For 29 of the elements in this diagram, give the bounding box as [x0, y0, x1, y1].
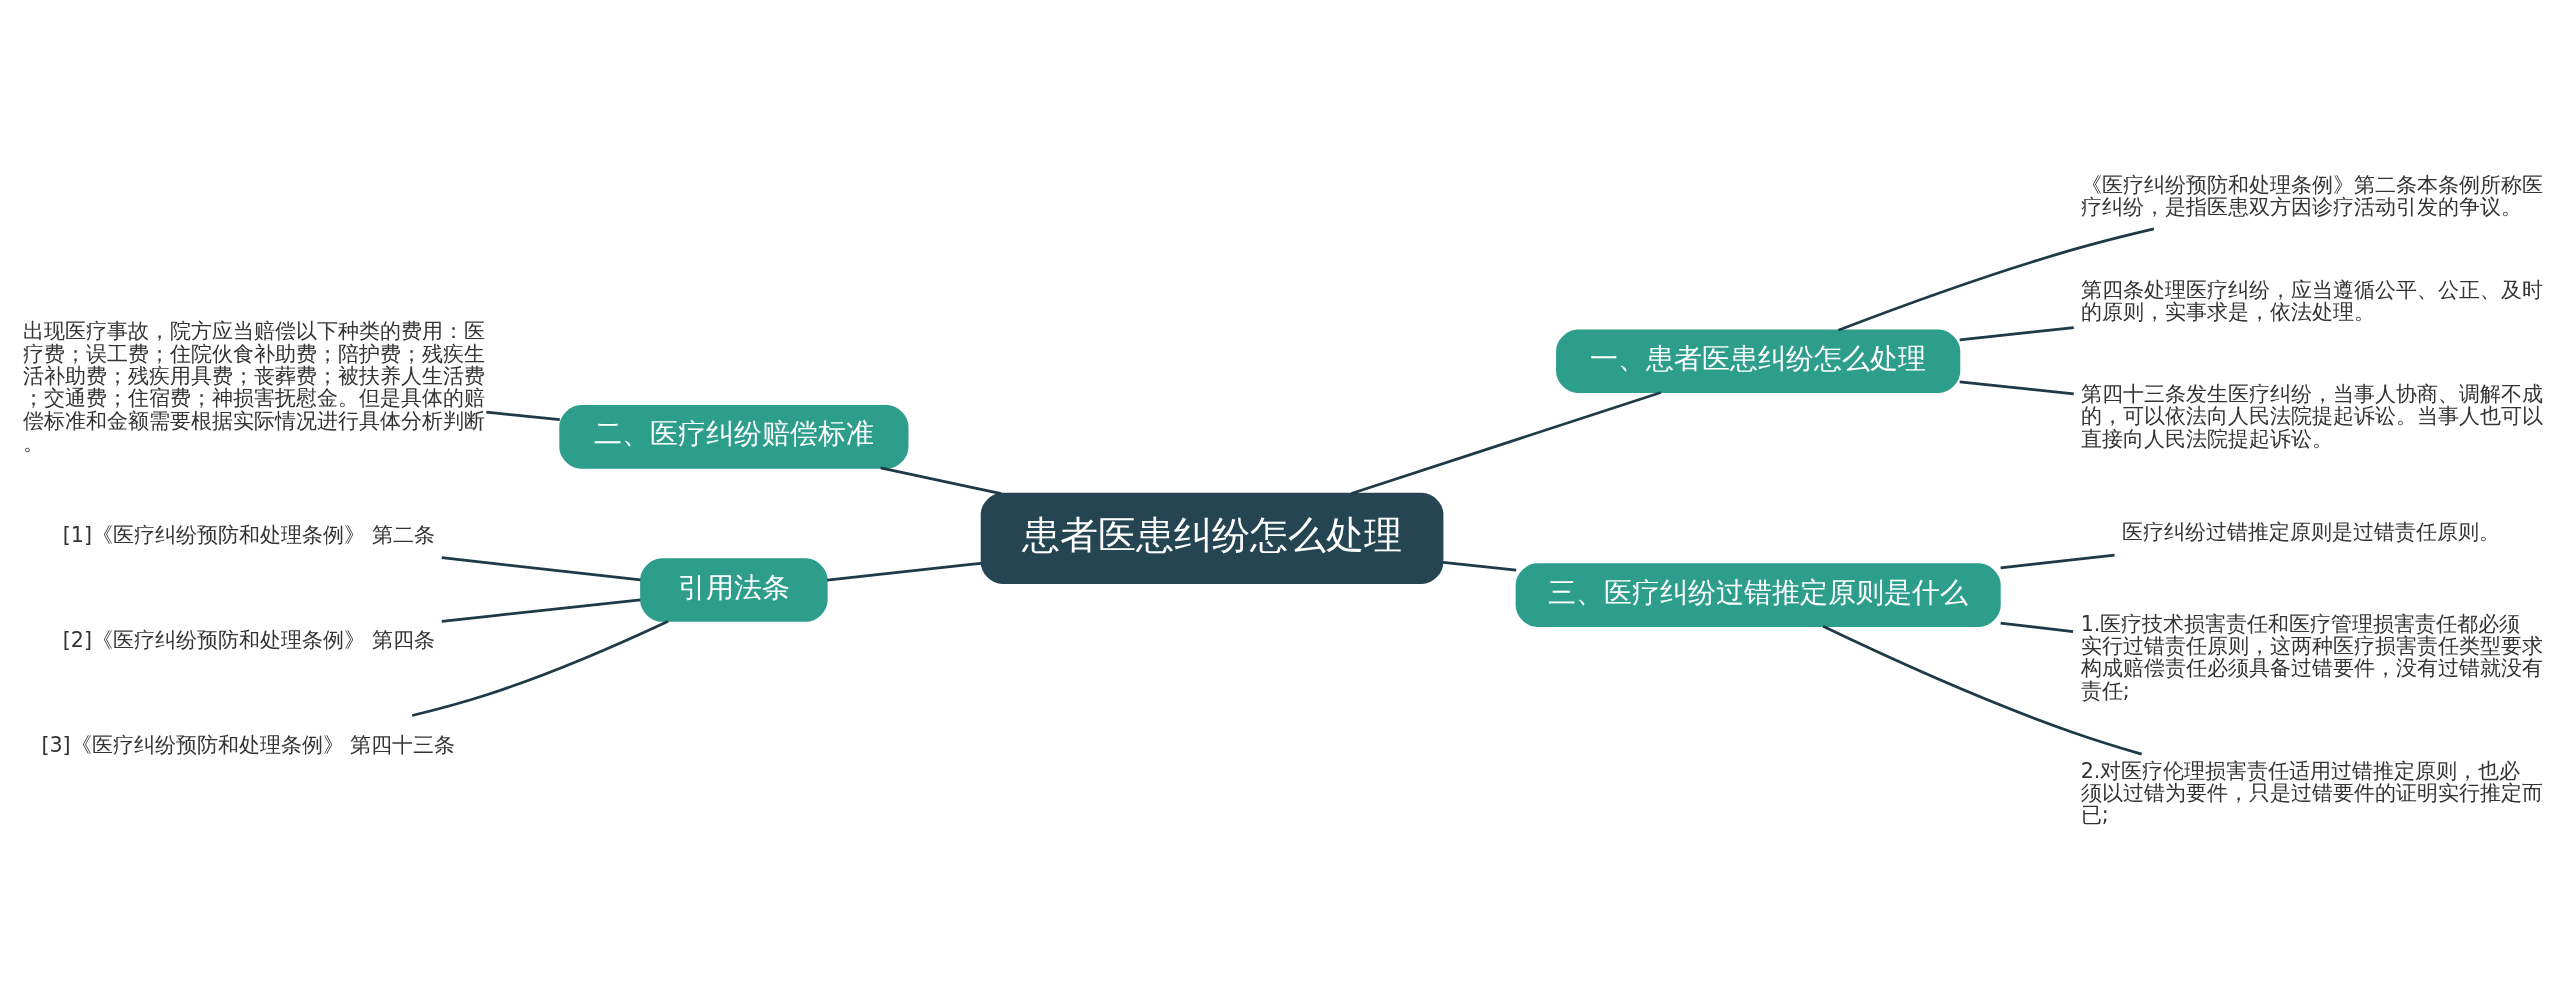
- connector: [1822, 624, 2143, 755]
- node-text: 出现医疗事故，院方应当赔偿以下种类的费用：医疗费；误工费；住院伙食补助费；陪护费；残疾生活补助费；残疾用具费；丧葬费；被扶养人生活费；交通费；住宿费；神损害抚慰金。但是具体的赔偿标准和金额需要根据实际情况进行具体分析判断。: [23, 318, 486, 455]
- node-text: 第四条处理医疗纠纷，应当遵循公平、公正、及时的原则，实事求是，依法处理。: [2080, 277, 2543, 324]
- node-text: [1]《医疗纠纷预防和处理条例》 第二条: [62, 522, 435, 547]
- connector: [486, 410, 560, 421]
- node-box: 引用法条: [640, 557, 828, 622]
- connector: [1959, 325, 2074, 341]
- connector: [880, 466, 1002, 495]
- connector: [1351, 390, 1662, 495]
- node-text: 第四十三条发生医疗纠纷，当事人协商、调解不成的，可以依法向人民法院提起诉讼。当事人也可以直接向人民法院提起诉讼。: [2080, 381, 2543, 451]
- connector: [2000, 621, 2074, 633]
- node-text: 1.医疗技术损害责任和医疗管理损害责任都必须实行过错责任原则，这两种医疗损害责任类型要求构成赔偿责任必须具备过错要件，没有过错就没有责任;: [2080, 611, 2543, 703]
- node-text: 2.对医疗伦理损害责任适用过错推定原则，也必须以过错为要件，只是过错要件的证明实行推定而已;: [2080, 758, 2543, 827]
- connector: [827, 561, 982, 581]
- node-text: [2]《医疗纠纷预防和处理条例》 第四条: [62, 627, 435, 652]
- connector: [411, 619, 669, 717]
- connector: [441, 555, 641, 581]
- node-text: [3]《医疗纠纷预防和处理条例》 第四十三条: [41, 732, 456, 757]
- connector: [441, 598, 641, 623]
- connector: [2000, 553, 2115, 569]
- node-text: 《医疗纠纷预防和处理条例》第二条本条例所称医疗纠纷，是指医患双方因诊疗活动引发的争议。: [2080, 172, 2543, 219]
- node-box: 二、医疗纠纷赔偿标准: [559, 404, 909, 469]
- node-box: 三、医疗纠纷过错推定原则是什么: [1515, 562, 2001, 627]
- connector: [1837, 227, 2155, 331]
- node-box: 一、患者医患纠纷怎么处理: [1556, 328, 1961, 393]
- node-box: 患者医患纠纷怎么处理: [980, 492, 1444, 584]
- connector: [1959, 380, 2074, 395]
- node-text: 医疗纠纷过错推定原则是过错责任原则。: [2121, 519, 2500, 544]
- connector: [1443, 560, 1517, 571]
